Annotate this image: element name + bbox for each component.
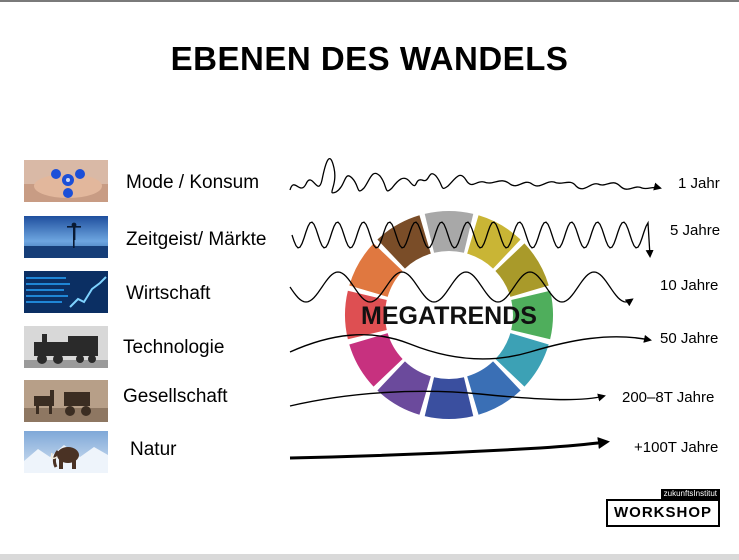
ring-segment	[424, 211, 474, 253]
logo-top-text: zukunftsInstitut	[660, 489, 720, 499]
wave-zeitgeist-maerkte	[291, 220, 654, 258]
duration-200-8t-jahre: 200–8T Jahre	[622, 389, 715, 406]
row-label-mode-konsum: Mode / Konsum	[126, 172, 260, 193]
row-label-gesellschaft: Gesellschaft	[123, 386, 228, 407]
wave-wirtschaft	[289, 271, 634, 307]
zukunftsinstitut-workshop-logo: zukunftsInstitut WORKSHOP	[606, 489, 720, 527]
duration-5-jahre: 5 Jahre	[670, 222, 721, 239]
megatrends-label: MEGATRENDS	[361, 302, 537, 330]
row-label-wirtschaft: Wirtschaft	[126, 283, 211, 304]
steam-locomotive-photo	[24, 326, 108, 368]
row-label-natur: Natur	[130, 439, 177, 460]
ring-segment	[377, 215, 431, 269]
duration-10-jahre: 10 Jahre	[660, 277, 719, 294]
mammoth-photo	[24, 431, 108, 473]
ring-segment	[467, 215, 521, 269]
ring-segment	[349, 243, 403, 297]
fidget-spinner-photo	[24, 160, 108, 202]
row-label-zeitgeist-maerkte: Zeitgeist/ Märkte	[126, 229, 267, 250]
wave-mode-konsum	[289, 157, 662, 194]
ring-segment	[377, 361, 431, 415]
horse-carriage-photo	[24, 380, 108, 422]
page-title: EBENEN DES WANDELS	[170, 40, 569, 77]
ring-segment	[495, 243, 549, 297]
duration-50-jahre: 50 Jahre	[660, 330, 719, 347]
wave-technologie	[289, 334, 652, 360]
ring-segment	[345, 290, 387, 340]
ring-segment	[495, 333, 549, 387]
ring-segment	[511, 290, 553, 340]
duration-100t-jahre: +100T Jahre	[634, 439, 719, 456]
row-label-technologie: Technologie	[123, 337, 225, 358]
ring-segment	[467, 361, 521, 415]
megatrends-color-wheel	[345, 211, 553, 419]
ring-segment	[349, 333, 403, 387]
wave-gesellschaft	[289, 390, 606, 407]
logo-box-text: WORKSHOP	[606, 499, 720, 527]
duration-1-jahr: 1 Jahr	[678, 175, 720, 192]
yoga-silhouette-photo	[24, 216, 108, 258]
stock-chart-photo	[24, 271, 108, 313]
ring-segment	[424, 377, 474, 419]
top-border	[0, 0, 739, 2]
bottom-border	[0, 554, 739, 560]
wave-natur	[289, 437, 610, 460]
